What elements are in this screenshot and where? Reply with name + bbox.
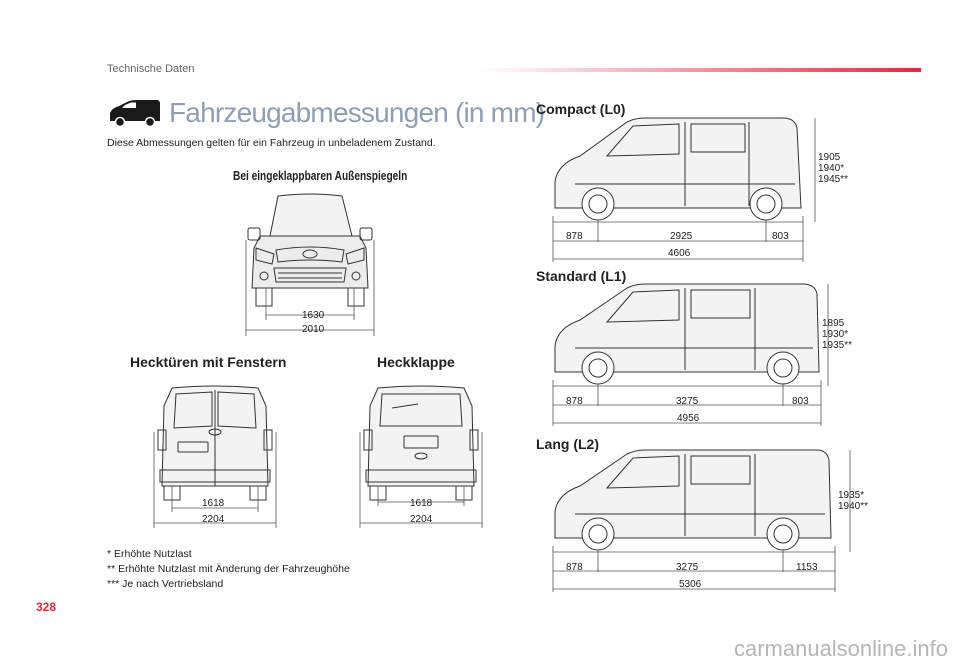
compact-height-2: 1940* bbox=[818, 163, 845, 174]
tailgate-diagram bbox=[359, 385, 483, 528]
standard-length: 4956 bbox=[677, 413, 700, 424]
standard-rear-overhang: 803 bbox=[792, 396, 809, 407]
long-side-diagram bbox=[552, 449, 851, 592]
front-width: 1630 bbox=[302, 310, 325, 321]
compact-side-diagram bbox=[552, 117, 816, 262]
long-front-overhang: 878 bbox=[566, 562, 583, 573]
compact-height-1: 1905 bbox=[818, 152, 841, 163]
footnote-1: * Erhöhte Nutzlast bbox=[107, 548, 192, 560]
intro-text: Diese Abmessungen gelten für ein Fahrzeu… bbox=[107, 137, 436, 149]
long-caption: Lang (L2) bbox=[536, 436, 599, 452]
footnote-2: ** Erhöhte Nutzlast mit Änderung der Fah… bbox=[107, 563, 350, 575]
header-rule bbox=[480, 68, 921, 72]
standard-height-1: 1895 bbox=[822, 318, 845, 329]
compact-length: 4606 bbox=[668, 248, 691, 259]
compact-wheelbase: 2925 bbox=[670, 231, 693, 242]
front-view-caption: Bei eingeklappbaren Außenspiegeln bbox=[233, 168, 408, 183]
compact-front-overhang: 878 bbox=[566, 231, 583, 242]
front-width-total: 2010 bbox=[302, 324, 325, 335]
standard-front-overhang: 878 bbox=[566, 396, 583, 407]
long-height-2: 1940** bbox=[838, 501, 869, 512]
rear-doors-width: 1618 bbox=[202, 498, 225, 509]
page-number: 328 bbox=[36, 600, 57, 614]
long-rear-overhang: 1153 bbox=[796, 562, 818, 573]
long-length: 5306 bbox=[679, 579, 702, 590]
front-view-diagram bbox=[245, 193, 375, 336]
standard-height-3: 1935** bbox=[822, 340, 853, 351]
page-title: Fahrzeugabmessungen (in mm) bbox=[169, 97, 545, 128]
standard-height-2: 1930* bbox=[822, 329, 849, 340]
tailgate-caption: Heckklappe bbox=[377, 354, 455, 370]
compact-rear-overhang: 803 bbox=[772, 231, 789, 242]
compact-caption: Compact (L0) bbox=[536, 101, 626, 117]
standard-caption: Standard (L1) bbox=[536, 268, 627, 284]
tailgate-width: 1618 bbox=[410, 498, 433, 509]
standard-side-diagram bbox=[552, 283, 829, 426]
rear-doors-width-total: 2204 bbox=[202, 514, 225, 525]
tailgate-width-total: 2204 bbox=[410, 514, 433, 525]
title-block: Fahrzeugabmessungen (in mm) bbox=[107, 96, 545, 130]
long-wheelbase: 3275 bbox=[676, 562, 699, 573]
standard-wheelbase: 3275 bbox=[676, 396, 699, 407]
footnote-3: *** Je nach Vertriebsland bbox=[107, 578, 224, 590]
compact-height-3: 1945** bbox=[818, 174, 849, 185]
watermark: carmanualsonline.info bbox=[733, 636, 948, 661]
section-label: Technische Daten bbox=[107, 63, 195, 75]
long-height-1: 1935* bbox=[838, 490, 865, 501]
van-icon bbox=[110, 100, 160, 128]
rear-doors-diagram bbox=[153, 385, 277, 528]
rear-doors-caption: Hecktüren mit Fenstern bbox=[130, 354, 287, 370]
